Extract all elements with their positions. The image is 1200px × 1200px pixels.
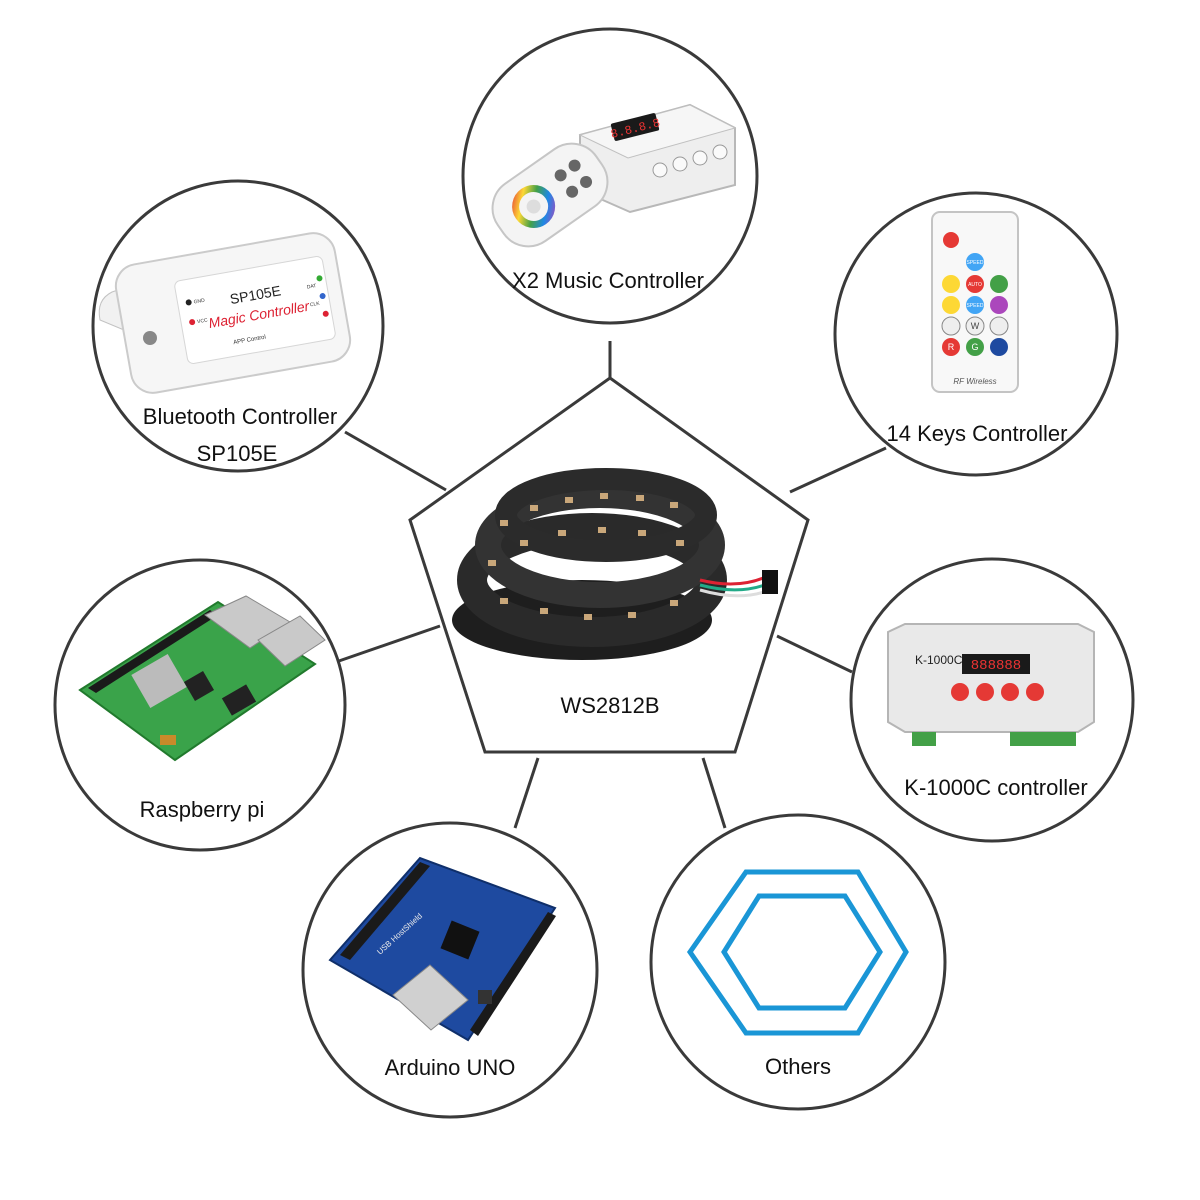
arduino-board-icon: USB HostShield — [328, 856, 557, 1042]
rf-key-w: W — [971, 321, 980, 331]
led-strip-reel-icon — [452, 468, 778, 660]
rf-key-auto: AUTO — [968, 282, 982, 288]
node-k1000c-controller: K-1000C 888888 K-1000C controller — [849, 557, 1135, 843]
node-keys14-label-0: 14 Keys Controller — [887, 421, 1068, 446]
music-controller-with-remote-icon: 8.8.8.8 — [491, 103, 737, 248]
node-raspberry-label-0: Raspberry pi — [140, 797, 265, 822]
rf-key-r: R — [948, 342, 955, 352]
node-arduino-uno: USB HostShield Arduino UNO — [301, 821, 599, 1119]
connector-k1000c — [776, 634, 853, 674]
node-bluetooth-label-0: Bluetooth Controller — [143, 404, 337, 429]
node-others: Others — [649, 813, 947, 1111]
rf-remote-icon: SPEED AUTO SPEED W R G RF Wireless — [931, 211, 1019, 393]
connector-lines — [335, 341, 887, 829]
sp105e-pin-vcc: VCC — [197, 317, 209, 325]
k1000c-display-text: 888888 — [971, 658, 1021, 674]
node-k1000c-label-0: K-1000C controller — [904, 775, 1087, 800]
center-pentagon: WS2812B — [408, 376, 810, 754]
node-others-label-0: Others — [765, 1054, 831, 1079]
connector-keys14 — [789, 446, 887, 494]
connector-others — [701, 757, 727, 829]
sp105e-pin-clk: CLK — [310, 301, 321, 309]
rf-key-g: G — [971, 342, 978, 352]
node-x2-label-0: X2 Music Controller — [512, 268, 704, 293]
center-label: WS2812B — [560, 693, 659, 718]
k1000c-controller-icon: K-1000C 888888 — [887, 623, 1095, 746]
node-bluetooth-controller: SP105E Magic Controller APP Control GND … — [91, 179, 385, 473]
sp105e-pin-gnd: GND — [193, 298, 205, 306]
rf-remote-brand: RF Wireless — [953, 377, 996, 386]
hexagon-outline-icon — [686, 869, 909, 1036]
node-arduino-label-0: Arduino UNO — [385, 1055, 516, 1080]
connector-raspberry — [335, 624, 441, 664]
node-raspberry-pi: Raspberry pi — [53, 558, 347, 852]
sp105e-sub-text: APP Control — [233, 335, 266, 347]
k1000c-model-text: K-1000C — [915, 653, 963, 667]
connector-bluetooth — [344, 430, 447, 492]
node-x2-music-controller: 8.8.8.8 X2 Music Controller — [461, 27, 759, 325]
sp105e-pin-dat: DAT — [306, 283, 317, 291]
raspberry-pi-icon — [78, 595, 326, 762]
rf-key-speed-down: SPEED — [967, 303, 984, 309]
node-bluetooth-label-1: SP105E — [197, 441, 278, 466]
rf-key-speed-up: SPEED — [967, 260, 984, 266]
bluetooth-controller-icon: SP105E Magic Controller APP Control GND … — [98, 232, 352, 394]
node-14-keys-controller: SPEED AUTO SPEED W R G RF Wireless 14 Ke… — [833, 191, 1119, 477]
connector-arduino — [513, 757, 540, 829]
